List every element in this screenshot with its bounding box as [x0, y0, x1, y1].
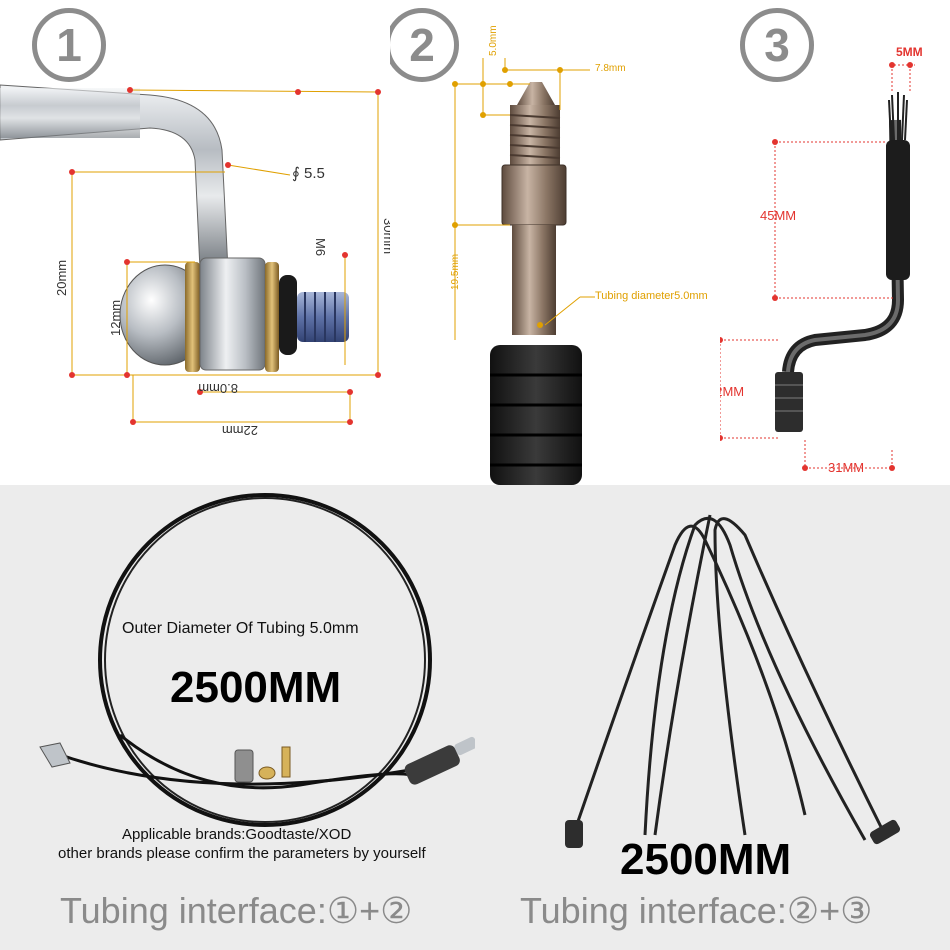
- brands-line-1: Applicable brands:Goodtaste/XOD: [122, 826, 352, 843]
- bent-fitting-drawing: [720, 62, 915, 471]
- panel-banjo-fitting: 1 ∮ 5.5 M6 30mm 20mm 12mm 8.0mm 22mm: [0, 0, 390, 485]
- brands-line-2: other brands please confirm the paramete…: [58, 845, 426, 862]
- height-30-label: 30mm: [381, 218, 390, 255]
- height-12-label: 12mm: [108, 299, 123, 336]
- right-length-label: 2500MM: [620, 835, 792, 884]
- straight-label: 45MM: [760, 208, 797, 223]
- height-20-label: 20mm: [54, 259, 69, 296]
- tubing-diameter-label: Tubing diameter5.0mm: [595, 290, 708, 302]
- needle-fitting-drawing: [452, 58, 595, 485]
- tip-label: 5MM: [896, 45, 923, 59]
- length-label: 19.5mm: [450, 253, 461, 290]
- thread-label: M6: [313, 238, 328, 257]
- right-interface-label: Tubing interface:②+③: [520, 890, 873, 931]
- width-22-label: 22mm: [221, 423, 258, 438]
- offset-label: 31MM: [828, 460, 865, 475]
- banjo-fitting-drawing: [0, 84, 381, 425]
- thread-width-label: 5.0mm: [488, 25, 499, 56]
- outer-diameter-label: Outer Diameter Of Tubing 5.0mm: [122, 620, 359, 637]
- panel-bent-fitting: 3 5MM 45MM 22MM 31MM: [720, 0, 950, 485]
- product-photos: Outer Diameter Of Tubing 5.0mm 2500MM Ap…: [0, 485, 950, 950]
- hose-coil-image: [39, 493, 475, 827]
- hex-width-label: 7.8mm: [595, 63, 626, 74]
- dimension-markers: [69, 87, 381, 425]
- dimension-markers-2: [452, 67, 563, 328]
- left-interface-label: Tubing interface:①+②: [60, 890, 413, 931]
- dimension-markers-3: [720, 62, 913, 471]
- diameter-label: ∮ 5.5: [292, 165, 325, 182]
- panel-needle-fitting: 2 5.0mm 7.8mm 19.5mm Tubing diameter5.0m…: [390, 0, 720, 485]
- hose-draped-image: [565, 514, 901, 848]
- panel-number-3: 3: [740, 8, 814, 82]
- fitting-height-label: 22MM: [720, 384, 745, 399]
- technical-drawings: 1 ∮ 5.5 M6 30mm 20mm 12mm 8.0mm 22mm: [0, 0, 950, 485]
- width-8-label: 8.0mm: [198, 381, 238, 396]
- panel-number-1: 1: [32, 8, 106, 82]
- panel-number-2: 2: [390, 8, 459, 82]
- left-length-label: 2500MM: [170, 663, 342, 712]
